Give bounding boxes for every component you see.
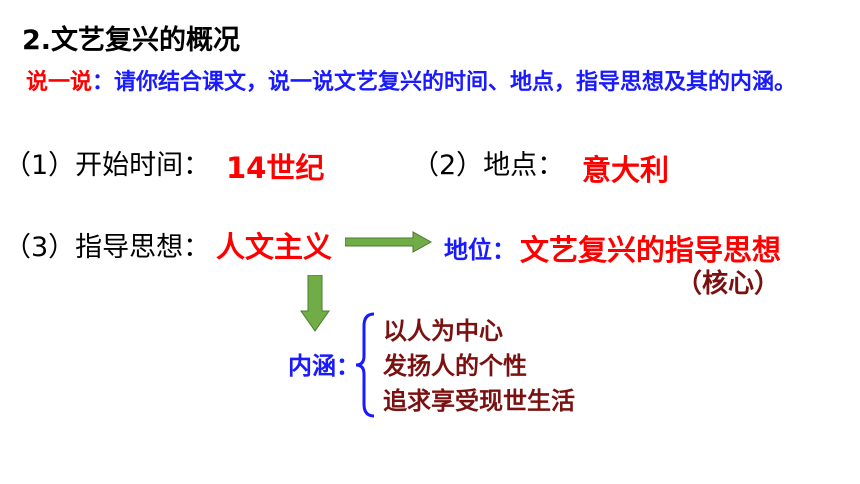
list-item: 追求享受现世生活 bbox=[383, 387, 575, 415]
prompt-body: ：请你结合课文，说一说文艺复兴的时间、地点，指导思想及其的内涵。 bbox=[92, 70, 797, 95]
status-value: 文艺复兴的指导思想 bbox=[520, 233, 782, 267]
status-note: （核心） bbox=[676, 269, 781, 299]
connotation-label: 内涵： bbox=[288, 352, 360, 380]
location-value: 意大利 bbox=[582, 153, 670, 187]
prompt-lead: 说一说 bbox=[26, 70, 93, 95]
guiding-thought-value: 人文主义 bbox=[216, 230, 333, 264]
guiding-thought-label: （3）指导思想： bbox=[4, 232, 211, 263]
list-item: 发扬人的个性 bbox=[383, 352, 527, 380]
start-time-value: 14世纪 bbox=[226, 151, 325, 185]
curly-brace-icon bbox=[355, 312, 375, 418]
down-arrow-icon bbox=[300, 275, 330, 332]
connotation-list: 以人为中心 发扬人的个性 追求享受现世生活 bbox=[383, 314, 575, 419]
page-title: 2.文艺复兴的概况 bbox=[22, 25, 241, 56]
status-label: 地位： bbox=[444, 236, 516, 264]
start-time-label: （1）开始时间： bbox=[4, 150, 211, 181]
discussion-prompt: 说一说：请你结合课文，说一说文艺复兴的时间、地点，指导思想及其的内涵。 bbox=[26, 68, 826, 98]
right-arrow-icon bbox=[345, 231, 433, 253]
list-item: 以人为中心 bbox=[383, 317, 503, 345]
location-label: （2）地点： bbox=[412, 150, 565, 181]
